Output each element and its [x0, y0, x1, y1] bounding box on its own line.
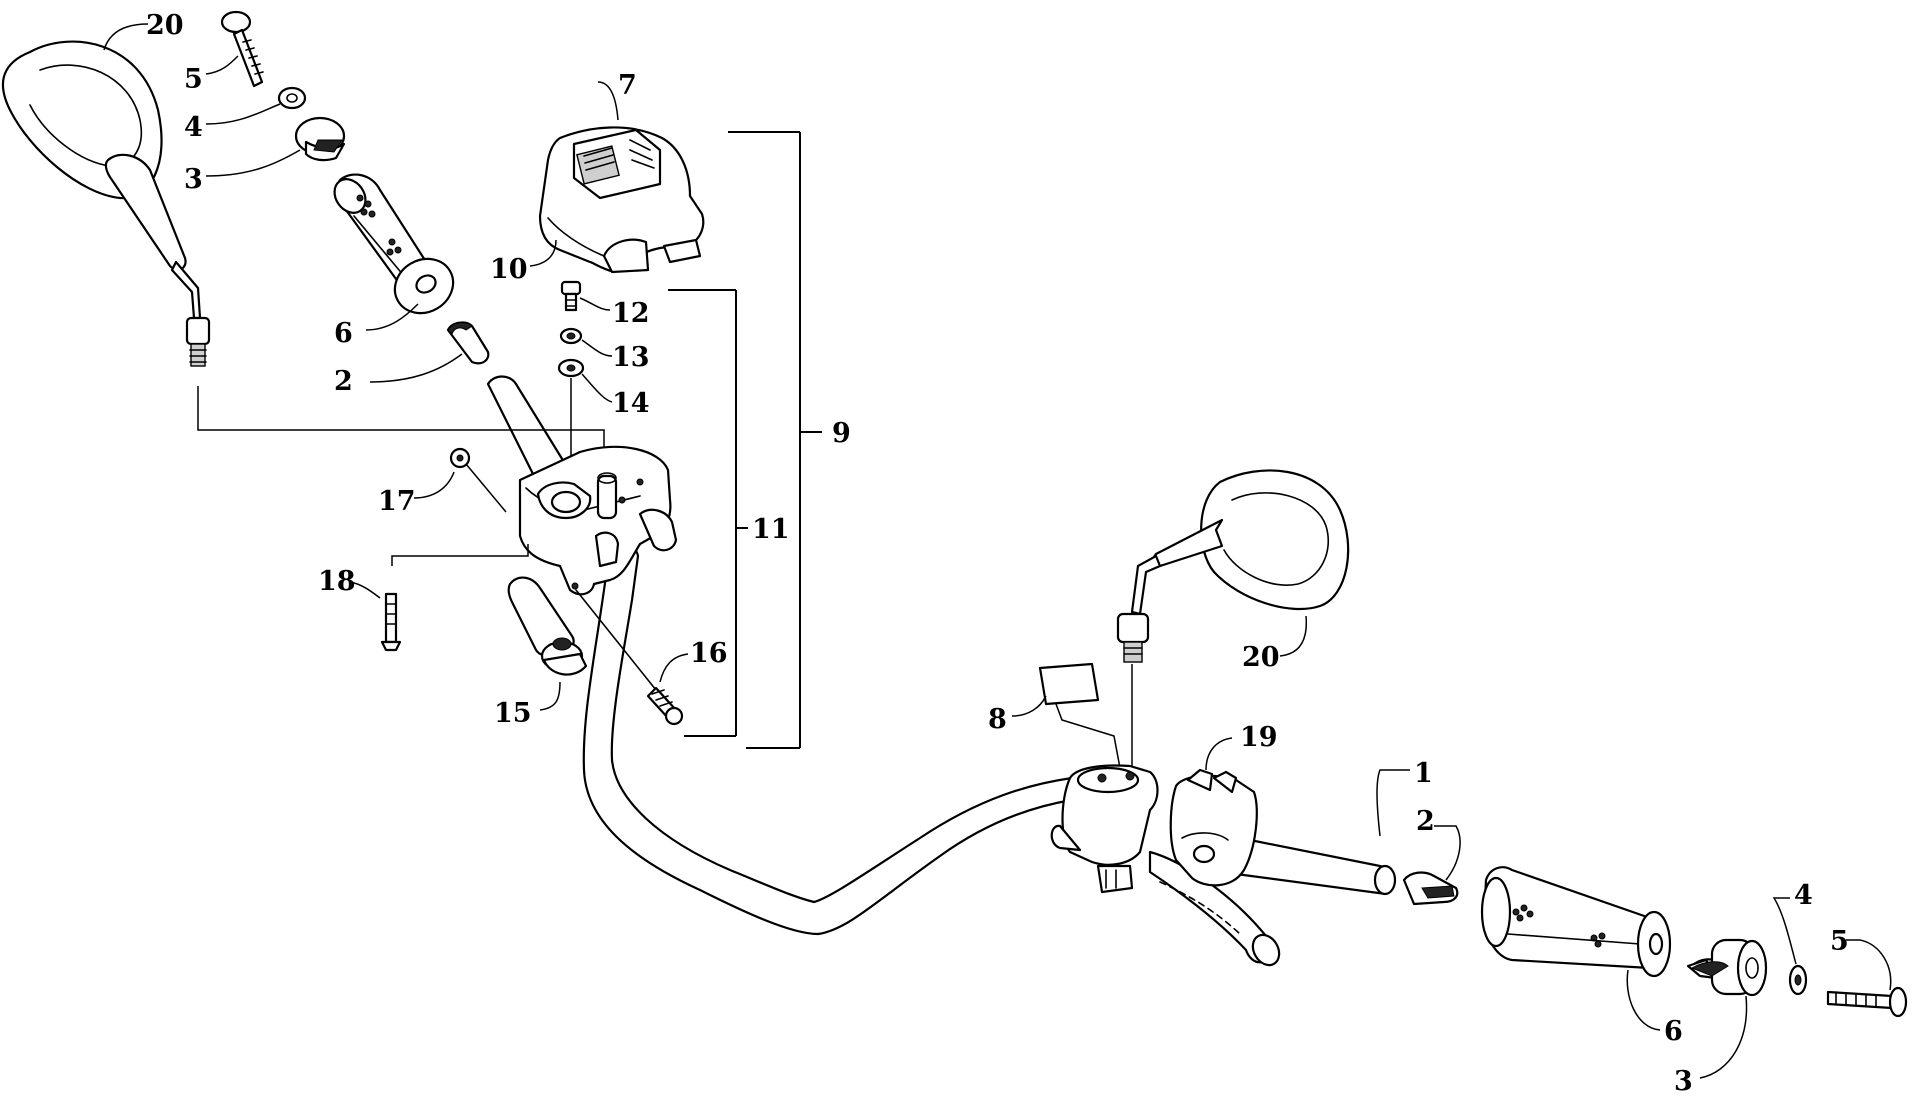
callout-11: 11	[752, 514, 790, 545]
callout-4-right: 4	[1794, 880, 1813, 911]
left-grip	[333, 173, 455, 315]
right-washer	[1788, 964, 1808, 996]
callout-4-left: 4	[184, 112, 203, 143]
bolt-18	[380, 544, 529, 652]
left-mirror	[1, 40, 211, 367]
callout-19: 19	[1240, 722, 1278, 753]
callout-10: 10	[490, 254, 528, 285]
left-insert	[446, 321, 490, 365]
callout-1: 1	[1414, 758, 1433, 789]
callout-5-left: 5	[184, 64, 203, 95]
bracket-9	[728, 131, 822, 749]
callout-2-right: 2	[1416, 806, 1435, 837]
callout-17: 17	[378, 486, 416, 517]
callout-7: 7	[618, 70, 637, 101]
throttle-housing	[518, 445, 678, 596]
callout-2-left: 2	[334, 366, 353, 397]
nut-17	[449, 447, 507, 513]
handlebar-right-section	[1234, 836, 1397, 896]
right-insert	[1402, 871, 1459, 906]
callout-6-left: 6	[334, 318, 353, 349]
callout-3-right: 3	[1674, 1066, 1693, 1097]
callout-20-left: 20	[146, 10, 184, 41]
left-end-cap	[294, 116, 346, 162]
callout-5-right: 5	[1830, 926, 1849, 957]
decal-8	[1038, 662, 1121, 769]
callout-12: 12	[612, 298, 650, 329]
right-mirror	[1116, 469, 1350, 663]
right-grip	[1480, 866, 1672, 978]
callout-16: 16	[690, 638, 728, 669]
lock-washer-13	[559, 327, 583, 345]
throttle-lever-15	[507, 576, 588, 676]
switch-housing-cover	[538, 126, 705, 274]
callout-8: 8	[988, 704, 1007, 735]
callout-15: 15	[494, 698, 532, 729]
right-end-cap	[1686, 938, 1768, 997]
callout-3-left: 3	[184, 164, 203, 195]
right-master-cylinder	[1050, 764, 1281, 967]
left-washer	[277, 86, 307, 110]
callout-14: 14	[612, 388, 650, 419]
screw-16	[575, 589, 684, 726]
bracket-11	[668, 289, 748, 737]
callout-13: 13	[612, 342, 650, 373]
callout-20-right: 20	[1242, 642, 1280, 673]
callout-9: 9	[832, 418, 851, 449]
right-switch-19	[1169, 768, 1258, 887]
callout-18: 18	[318, 566, 356, 597]
right-end-bolt	[1826, 986, 1908, 1018]
washer-14	[557, 358, 585, 378]
screw-12	[560, 280, 582, 312]
left-end-bolt	[220, 10, 264, 88]
callout-6-right: 6	[1664, 1016, 1683, 1047]
